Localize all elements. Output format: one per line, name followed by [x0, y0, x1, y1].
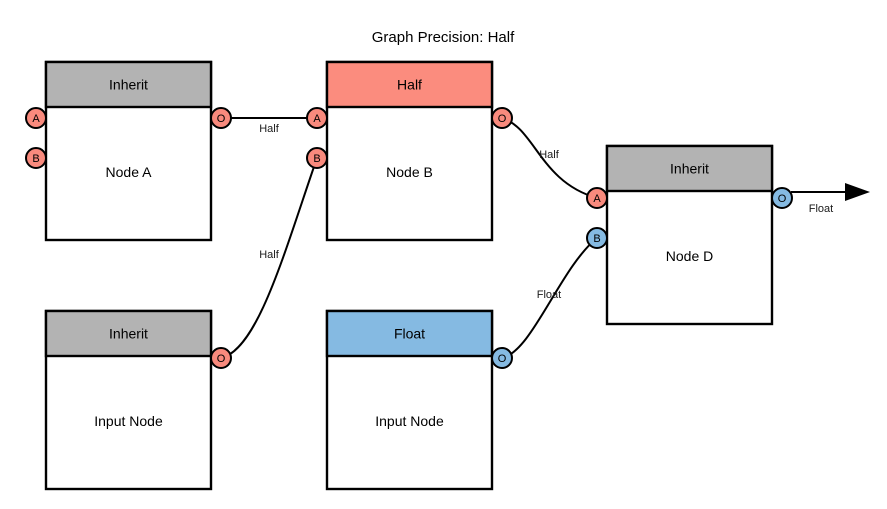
edge-label: Half — [259, 249, 280, 261]
node-header[interactable] — [605, 144, 774, 193]
node-body-label: Input Node — [375, 413, 444, 429]
edge-line — [501, 237, 598, 359]
output-port-o[interactable] — [491, 347, 513, 369]
node-body-label: Node A — [106, 164, 153, 180]
node-header[interactable] — [325, 60, 494, 109]
node-header-label: Inherit — [109, 77, 148, 93]
node-body-label: Input Node — [94, 413, 163, 429]
node-header-label: Half — [397, 77, 422, 93]
output-port-label: O — [498, 113, 507, 125]
output-port-label: O — [778, 193, 787, 205]
input-port-b[interactable] — [306, 147, 328, 169]
output-label: Float — [809, 203, 833, 215]
input-port-a[interactable] — [586, 187, 608, 209]
edge-label: Half — [259, 123, 280, 135]
output-port-o[interactable] — [210, 107, 232, 129]
output-port-o[interactable] — [771, 187, 793, 209]
edge-edge-a-to-b[interactable]: Half — [221, 117, 317, 135]
edge-label: Half — [539, 149, 560, 161]
edge-line — [220, 157, 318, 359]
input-port-label: B — [32, 153, 39, 165]
output-port-label: O — [217, 113, 226, 125]
edge-edge-inputmid-to-d-b[interactable]: Float — [501, 237, 598, 359]
input-port-label: B — [593, 233, 600, 245]
node-header-label: Inherit — [670, 161, 709, 177]
node-header[interactable] — [44, 309, 213, 358]
node-header-label: Float — [394, 326, 425, 342]
edge-line — [501, 117, 598, 199]
output-port-o[interactable] — [491, 107, 513, 129]
input-port-a[interactable] — [306, 107, 328, 129]
edge-edge-inputleft-to-b-b[interactable]: Half — [220, 157, 318, 359]
node-body-label: Node B — [386, 164, 433, 180]
input-port-label: A — [32, 113, 40, 125]
arrow-head-icon — [845, 183, 870, 201]
output-port-label: O — [217, 353, 226, 365]
output-port-label: O — [498, 353, 507, 365]
node-header-label: Inherit — [109, 326, 148, 342]
input-port-label: B — [313, 153, 320, 165]
input-port-label: A — [313, 113, 321, 125]
node-header[interactable] — [44, 60, 213, 109]
output-port-o[interactable] — [210, 347, 232, 369]
graph-output-arrow: Float — [791, 183, 870, 215]
input-port-a[interactable] — [25, 107, 47, 129]
input-port-label: A — [593, 193, 601, 205]
node-body-label: Node D — [666, 248, 713, 264]
edge-edge-b-to-d-a[interactable]: Half — [501, 117, 598, 199]
input-port-b[interactable] — [586, 227, 608, 249]
input-port-b[interactable] — [25, 147, 47, 169]
edge-label: Float — [537, 289, 561, 301]
graph-output-layer: Float — [791, 183, 870, 215]
page-title: Graph Precision: Half — [372, 29, 515, 46]
node-header[interactable] — [325, 309, 494, 358]
